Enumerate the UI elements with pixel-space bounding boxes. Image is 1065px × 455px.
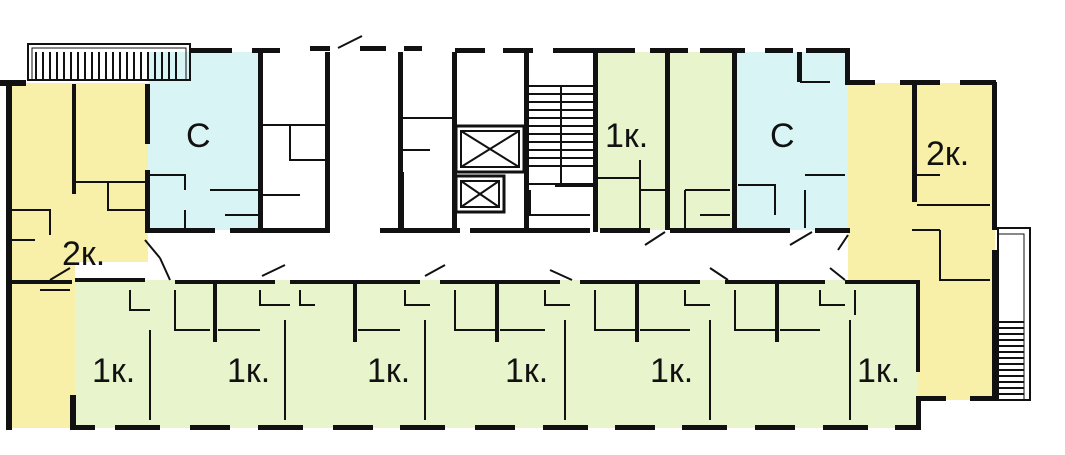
- elevator-large: [454, 124, 526, 174]
- staircase: [527, 85, 595, 185]
- balcony-right: [997, 227, 1031, 401]
- apartment-1k-bottom-1-area[interactable]: [75, 280, 215, 428]
- interior-partitions: [12, 35, 990, 420]
- balcony-top-left: [27, 43, 191, 81]
- apartment-2k-left-area[interactable]: [8, 83, 148, 428]
- apartment-label-1k-bottom-6: 1к.: [857, 352, 900, 390]
- apartment-label-studio-left: С: [186, 117, 211, 155]
- apartment-label-studio-right: С: [770, 117, 795, 155]
- apartment-2k-right-area[interactable]: [848, 83, 995, 400]
- apartment-label-2k-left: 2к.: [62, 235, 105, 273]
- elevator-small: [454, 174, 506, 214]
- apartment-1k-bottom-6-area[interactable]: [777, 280, 918, 428]
- apartment-label-1k-bottom-3: 1к.: [367, 352, 410, 390]
- apartment-label-2k-right: 2к.: [926, 135, 969, 173]
- apartment-label-1k-bottom-5: 1к.: [650, 352, 693, 390]
- walls: [0, 46, 998, 430]
- apartment-label-1k-bottom-4: 1к.: [505, 352, 548, 390]
- apartment-label-1k-bottom-2: 1к.: [227, 352, 270, 390]
- apartment-studio-left-area[interactable]: [148, 52, 261, 230]
- apartment-label-1k-bottom-1: 1к.: [92, 352, 135, 390]
- apartment-label-1k-top: 1к.: [605, 117, 648, 155]
